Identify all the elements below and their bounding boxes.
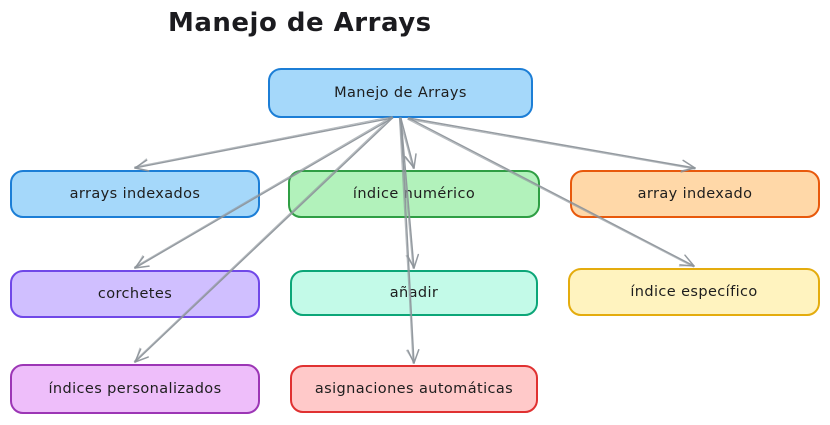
node-label: añadir — [389, 285, 439, 301]
node-array-indexado[interactable]: array indexado — [570, 170, 820, 218]
node-indice-numerico[interactable]: índice numérico — [288, 170, 540, 218]
node-indice-especifico[interactable]: índice específico — [568, 268, 820, 316]
node-label: corchetes — [97, 286, 173, 302]
node-label: índice numérico — [352, 186, 476, 202]
node-label: índice específico — [630, 284, 758, 300]
node-manejo-de-arrays[interactable]: Manejo de Arrays — [268, 68, 533, 118]
diagram-title: Manejo de Arrays — [168, 8, 432, 38]
node-corchetes[interactable]: corchetes — [10, 270, 260, 318]
node-asignaciones-automaticas[interactable]: asignaciones automáticas — [290, 365, 538, 413]
node-anadir[interactable]: añadir — [290, 270, 538, 316]
node-label: arrays indexados — [69, 186, 201, 202]
node-arrays-indexados[interactable]: arrays indexados — [10, 170, 260, 218]
node-label: índices personalizados — [48, 381, 222, 397]
node-label: asignaciones automáticas — [314, 381, 514, 397]
node-label: array indexado — [637, 186, 753, 202]
node-label: Manejo de Arrays — [334, 85, 467, 101]
node-indices-personalizados[interactable]: índices personalizados — [10, 364, 260, 414]
